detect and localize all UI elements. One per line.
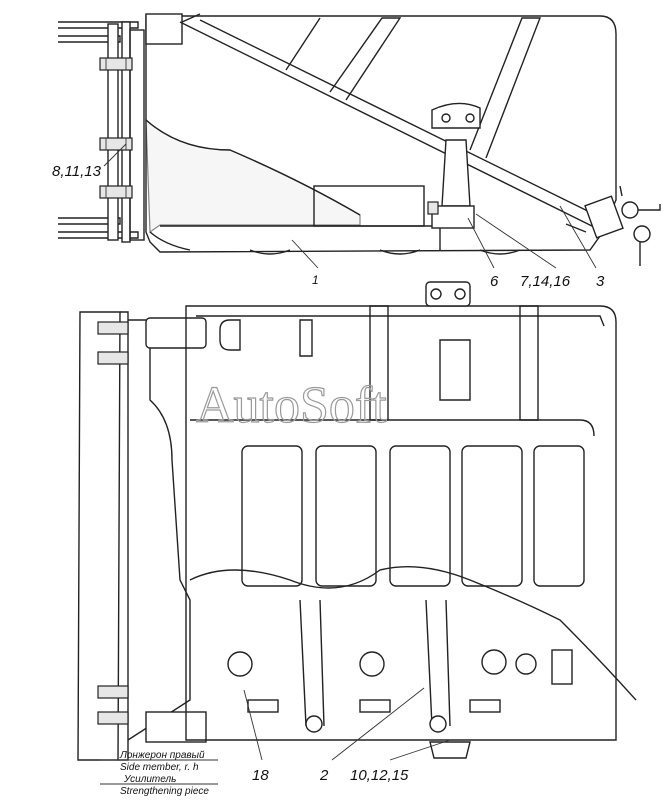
side-member bbox=[77, 311, 129, 761]
callout-1: 1 bbox=[312, 273, 319, 287]
battery-box-side bbox=[145, 13, 617, 255]
leaders-top bbox=[103, 143, 597, 269]
note-strengthening-ru: Усилитель bbox=[123, 774, 176, 785]
battery-box-front bbox=[185, 281, 637, 759]
note-side-member-ru: Лонжерон правый bbox=[119, 750, 205, 761]
callout-10-12-15: 10,12,15 bbox=[350, 767, 409, 784]
watermark: AutoSoft bbox=[196, 377, 387, 434]
hold-down-clamp bbox=[427, 102, 481, 229]
note-strengthening-en: Strengthening piece bbox=[120, 786, 209, 797]
leaders-front bbox=[100, 687, 451, 785]
callout-3: 3 bbox=[596, 273, 605, 290]
frame-rails-top bbox=[58, 21, 145, 243]
callout-7-14-16: 7,14,16 bbox=[520, 273, 571, 290]
callout-18: 18 bbox=[252, 767, 269, 784]
lock-with-keys bbox=[565, 185, 661, 266]
callout-8-11-13: 8,11,13 bbox=[52, 163, 102, 180]
top-view: 8,11,13 1 6 7,14,16 3 bbox=[52, 13, 661, 290]
front-view: 18 2 10,12,15 Лонжерон правый Side membe… bbox=[77, 281, 637, 797]
callout-6: 6 bbox=[490, 273, 499, 290]
callout-2: 2 bbox=[319, 767, 329, 784]
note-side-member-en: Side member, r. h bbox=[120, 762, 199, 773]
mounting-bracket bbox=[127, 317, 207, 743]
